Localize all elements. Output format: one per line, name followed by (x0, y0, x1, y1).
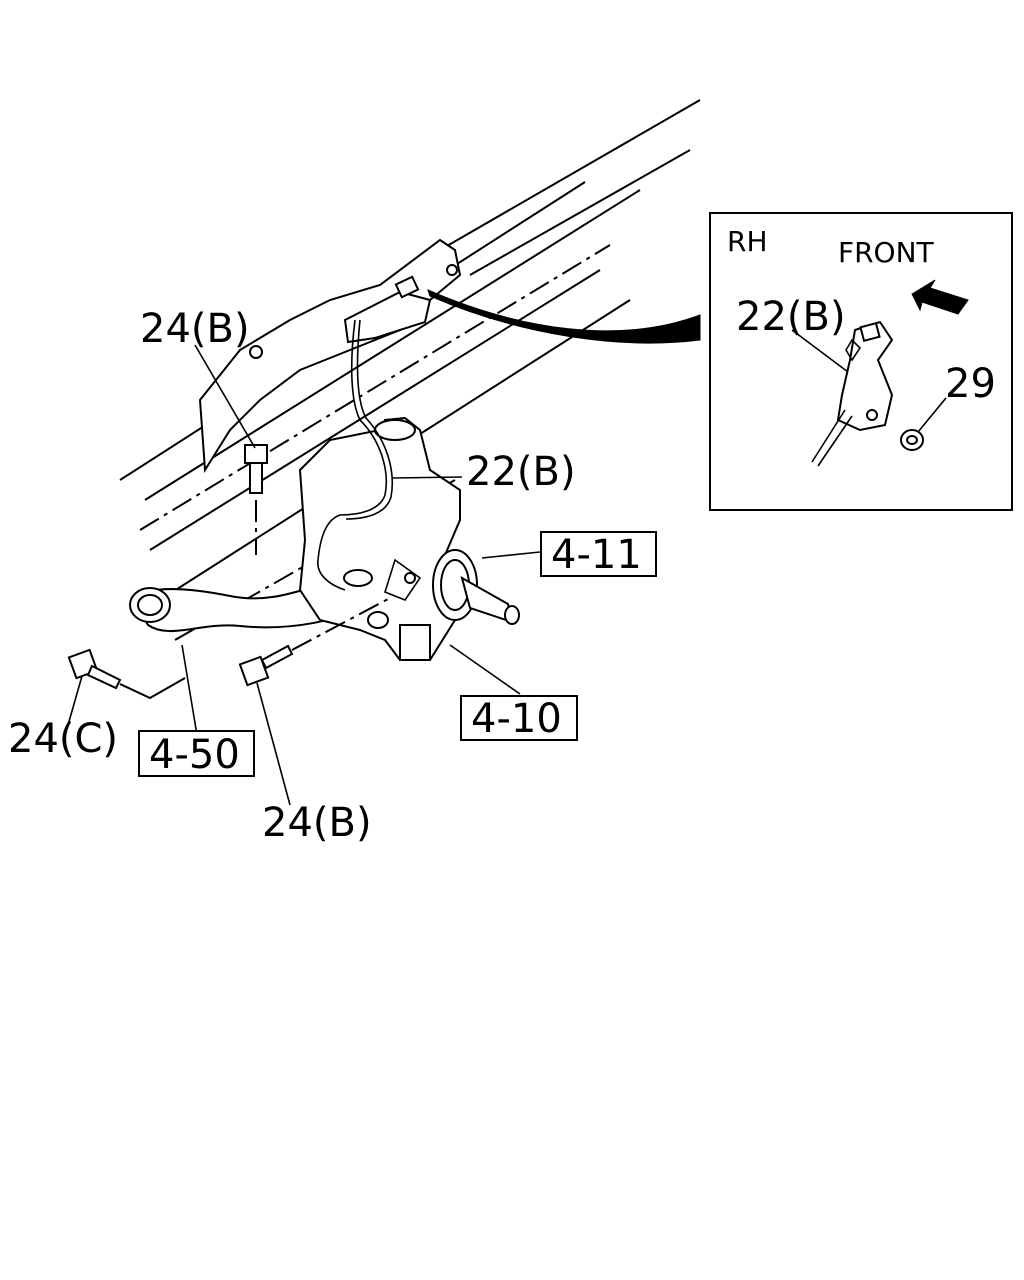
ref-box-4-50[interactable]: 4-50 (138, 730, 255, 778)
leader-lines (67, 344, 541, 806)
svg-text:4-11: 4-11 (551, 532, 642, 578)
callout-bolt-top: 24(B) (140, 306, 250, 352)
frame-rails (119, 99, 701, 641)
inset-direction-label: FRONT (838, 236, 935, 269)
inset-leader (427, 289, 701, 344)
bolt-top-icon (244, 444, 268, 555)
nut-icon (900, 429, 924, 451)
steering-knuckle (298, 416, 520, 661)
inset-panel: RH FRONT 22(B) 29 (709, 212, 1013, 511)
callout-harness: 22(B) (466, 449, 576, 495)
callout-bolt-bottom: 24(B) (262, 800, 372, 846)
bolt-left-icon (67, 648, 186, 700)
svg-text:4-50: 4-50 (149, 732, 240, 778)
inset-callout-harness: 22(B) (736, 294, 846, 340)
abs-harness (317, 319, 422, 601)
front-arrow-icon (911, 279, 969, 315)
callout-bolt-left: 24(C) (8, 716, 118, 762)
svg-text:4-10: 4-10 (471, 696, 562, 742)
crossmember-bracket (198, 238, 462, 474)
inset-side-label: RH (727, 225, 768, 258)
ref-box-4-10[interactable]: 4-10 (460, 695, 578, 742)
ref-box-4-11[interactable]: 4-11 (540, 531, 657, 578)
inset-callout-nut: 29 (945, 361, 996, 407)
bolt-bottom-icon (238, 597, 391, 687)
